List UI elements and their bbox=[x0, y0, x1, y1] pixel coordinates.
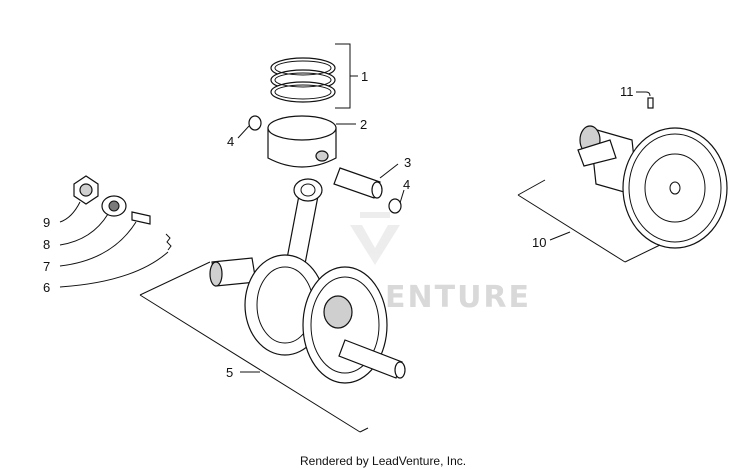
leader-6 bbox=[59, 251, 169, 288]
callout-4-left: 4 bbox=[227, 134, 234, 149]
leader-4a bbox=[237, 125, 250, 139]
callout-1: 1 bbox=[361, 69, 368, 84]
leader-9 bbox=[59, 201, 81, 223]
leader-10 bbox=[517, 179, 661, 263]
balancer-pin bbox=[647, 97, 654, 109]
watermark-text: ENTURE bbox=[385, 280, 531, 315]
callout-11: 11 bbox=[620, 84, 634, 99]
leader-8 bbox=[59, 213, 109, 246]
leader-7 bbox=[59, 221, 137, 267]
crank-nut bbox=[73, 175, 99, 205]
circlip-right bbox=[388, 198, 402, 214]
leader-4b bbox=[399, 189, 405, 204]
callout-7: 7 bbox=[43, 259, 50, 274]
balancer-shaft bbox=[577, 125, 728, 249]
piston-pin bbox=[333, 167, 383, 199]
circlip-left bbox=[248, 115, 262, 131]
piston-rings bbox=[270, 57, 336, 103]
leader-3 bbox=[379, 163, 399, 179]
piston bbox=[267, 115, 337, 168]
leader-10-tick bbox=[549, 231, 571, 241]
callout-10: 10 bbox=[532, 235, 546, 250]
crankshaft-assembly bbox=[209, 178, 406, 384]
leader-11 bbox=[636, 91, 651, 97]
callout-2: 2 bbox=[360, 117, 367, 132]
callout-3: 3 bbox=[404, 155, 411, 170]
callout-8: 8 bbox=[43, 237, 50, 252]
callout-6: 6 bbox=[43, 280, 50, 295]
leader-1 bbox=[335, 43, 358, 109]
woodruff-key bbox=[131, 211, 151, 225]
leader-5 bbox=[139, 261, 369, 433]
spring bbox=[165, 233, 172, 251]
callout-4-right: 4 bbox=[403, 177, 410, 192]
watermark-logo bbox=[350, 212, 400, 265]
callout-9: 9 bbox=[43, 215, 50, 230]
crank-washer bbox=[101, 195, 127, 217]
render-credit: Rendered by LeadVenture, Inc. bbox=[300, 454, 466, 468]
callout-5: 5 bbox=[226, 365, 233, 380]
